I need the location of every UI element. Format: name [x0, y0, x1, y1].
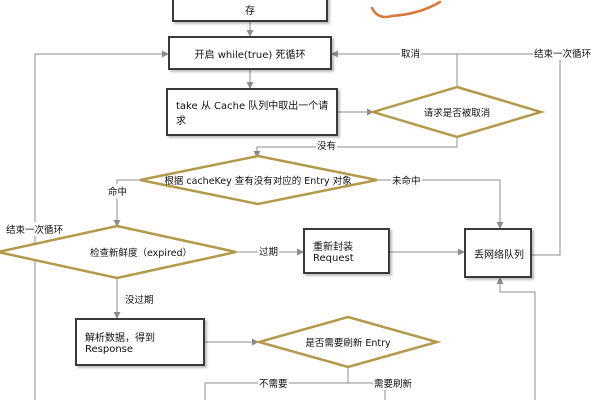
edge-refresh-to-queue	[496, 277, 536, 400]
label-expired: 过期	[258, 244, 280, 258]
node-save: 存	[172, 0, 328, 22]
diamond-lookup-entry	[139, 154, 378, 206]
node-rebuild-request: 重新封装Request	[303, 228, 390, 274]
label-hit: 命中	[107, 184, 129, 198]
node-rebuild-request-label: 重新封装Request	[313, 242, 354, 264]
diamond-is-canceled	[368, 85, 546, 139]
edge-hit	[113, 179, 140, 227]
edge-miss	[377, 179, 504, 229]
node-parse-data-label: 解析数据，得到 Response	[85, 333, 155, 355]
node-lookup-entry-label: 根据 cacheKey 查有没有对应的 Entry 对象	[164, 176, 352, 187]
node-save-label: 存	[245, 5, 255, 17]
node-start-loop: 开启 while(true) 死循环	[168, 36, 332, 70]
node-start-loop-label: 开启 while(true) 死循环	[194, 49, 306, 61]
node-take-request-label: take 从 Cache 队列中取出一个请求	[176, 101, 329, 127]
edge-end-loop-left	[34, 50, 169, 400]
edge-cancel	[331, 50, 458, 87]
node-network-queue: 丢网络队列	[464, 228, 532, 278]
node-is-canceled-label: 请求是否被取消	[423, 108, 491, 119]
label-end-loop-left: 结束一次循环	[5, 222, 65, 236]
label-need-refresh: 需要刷新	[373, 376, 414, 390]
edge-not-canceled	[253, 137, 458, 158]
node-check-freshness-label: 检查新鲜度（expired）	[89, 248, 193, 259]
node-needs-refresh-label: 是否需要刷新 Entry	[305, 338, 391, 349]
node-parse-data: 解析数据，得到 Response	[75, 318, 205, 366]
node-network-queue-label: 丢网络队列	[474, 249, 524, 261]
label-cancel: 取消	[400, 46, 422, 60]
edge-end-loop-right	[457, 53, 561, 256]
label-end-loop-right: 结束一次循环	[533, 46, 593, 60]
label-not-canceled: 没有	[316, 138, 338, 152]
label-no-need: 不需要	[258, 376, 289, 390]
label-miss: 未命中	[391, 173, 422, 187]
speech-bubble-icon	[370, 0, 442, 19]
diamond-check-freshness	[0, 224, 237, 280]
diamond-needs-refresh	[254, 315, 442, 369]
node-take-request: take 从 Cache 队列中取出一个请求	[166, 88, 338, 136]
label-not-expired: 没过期	[124, 292, 155, 306]
